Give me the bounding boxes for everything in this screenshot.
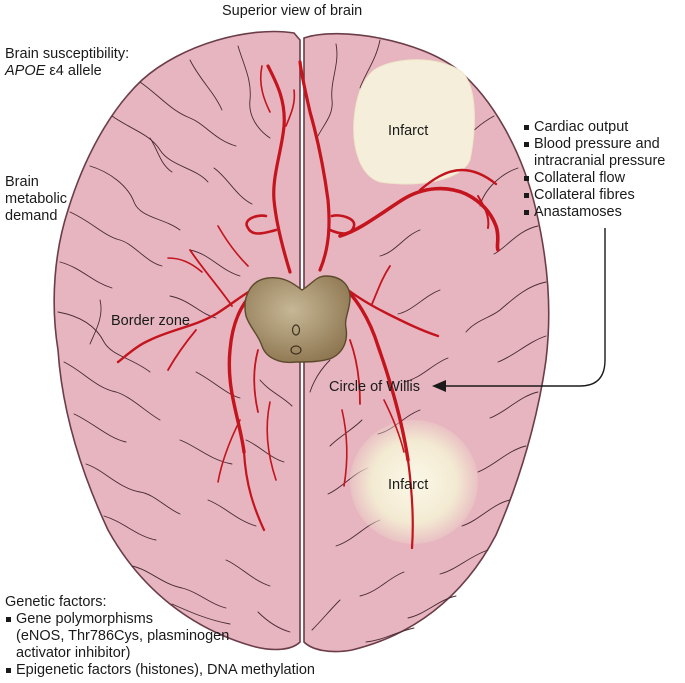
factor-blood-pressure-line1: Blood pressure and: [534, 136, 660, 152]
genetic-item1-line2: (eNOS, Thr786Cys, plasminogen: [16, 628, 230, 644]
infarct-bottom-label: Infarct: [388, 477, 429, 493]
susceptibility-line2: APOE ε4 allele: [5, 63, 129, 80]
circle-of-willis-label: Circle of Willis: [329, 379, 421, 395]
brainstem: [244, 275, 351, 364]
allele-text: ε4 allele: [45, 63, 102, 79]
connector-arrow: [444, 228, 606, 387]
genetic-heading: Genetic factors:: [5, 594, 107, 610]
factor-collateral-fibres: Collateral fibres: [523, 187, 665, 204]
brain-susceptibility-label: Brain susceptibility: APOE ε4 allele: [5, 46, 129, 80]
genetic-item1-line3: activator inhibitor): [16, 645, 131, 661]
genetic-item-epigenetic: Epigenetic factors (histones), DNA methy…: [5, 662, 315, 679]
factor-cardiac-output: Cardiac output: [523, 119, 665, 136]
metabolic-line1: Brain: [5, 174, 39, 190]
genetic-factors-block: Genetic factors: Gene polymorphisms (eNO…: [5, 594, 315, 679]
susceptibility-line1: Brain susceptibility:: [5, 46, 130, 62]
brainstem-spot-lower: [290, 345, 302, 355]
left-hemisphere: [53, 30, 301, 651]
diagram-title: Superior view of brain: [222, 3, 363, 19]
brain-metabolic-demand-label: Brain metabolic demand: [5, 174, 67, 225]
border-zone-label: Border zone: [111, 313, 190, 329]
sulci-lines: [57, 39, 547, 643]
apoe-gene: APOE: [5, 63, 46, 79]
brainstem-spot-upper: [291, 324, 301, 336]
metabolic-line3: demand: [5, 208, 58, 224]
infarct-top-region: [353, 59, 475, 185]
genetic-item1-line1: Gene polymorphisms: [16, 611, 153, 627]
factor-blood-pressure-line2: intracranial pressure: [534, 153, 666, 169]
factor-anastamoses: Anastamoses: [523, 204, 665, 221]
infarct-bottom-region: [350, 420, 478, 544]
connector-arrowhead: [432, 380, 446, 392]
metabolic-line2: metabolic: [5, 191, 68, 207]
factor-collateral-flow: Collateral flow: [523, 170, 665, 187]
infarct-top-label: Infarct: [388, 123, 429, 139]
genetic-item-polymorphisms: Gene polymorphisms (eNOS, Thr786Cys, pla…: [5, 611, 315, 662]
